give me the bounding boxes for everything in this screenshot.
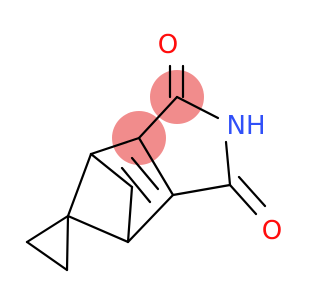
atom-label-nh: NH: [227, 111, 266, 141]
bond-c1-bridgetop: [89, 136, 141, 156]
bond-alkene-bridgebottom: [126, 185, 134, 244]
molecule-structure-diagram: O NH O: [25, 30, 282, 272]
bond-c1-c2: [137, 95, 179, 140]
atom-label-o-bottom: O: [262, 216, 282, 246]
bond-cyclopropane-a: [25, 214, 70, 244]
bond-c4-c5: [171, 183, 232, 197]
bond-co-bottom-b: [237, 175, 267, 208]
bond-c2-n: [175, 95, 220, 120]
bond-spiro-bridgebottom: [66, 214, 130, 244]
bond-cyclopropane-b: [25, 240, 69, 272]
bond-c5-c1: [137, 136, 175, 197]
bond-cyclopropane-c: [65, 214, 70, 272]
bond-alkene-inner: [130, 156, 160, 191]
bond-bridgebottom-c5: [126, 193, 175, 244]
bond-alkene-main: [120, 166, 152, 204]
bond-set: [25, 64, 267, 272]
bond-co-bottom-a: [228, 183, 258, 216]
atom-label-o-top: O: [158, 30, 178, 60]
bond-bridgetop-alkene: [89, 152, 134, 189]
bond-n-c4: [224, 140, 232, 187]
bond-bridgetop-spiro: [66, 152, 93, 218]
